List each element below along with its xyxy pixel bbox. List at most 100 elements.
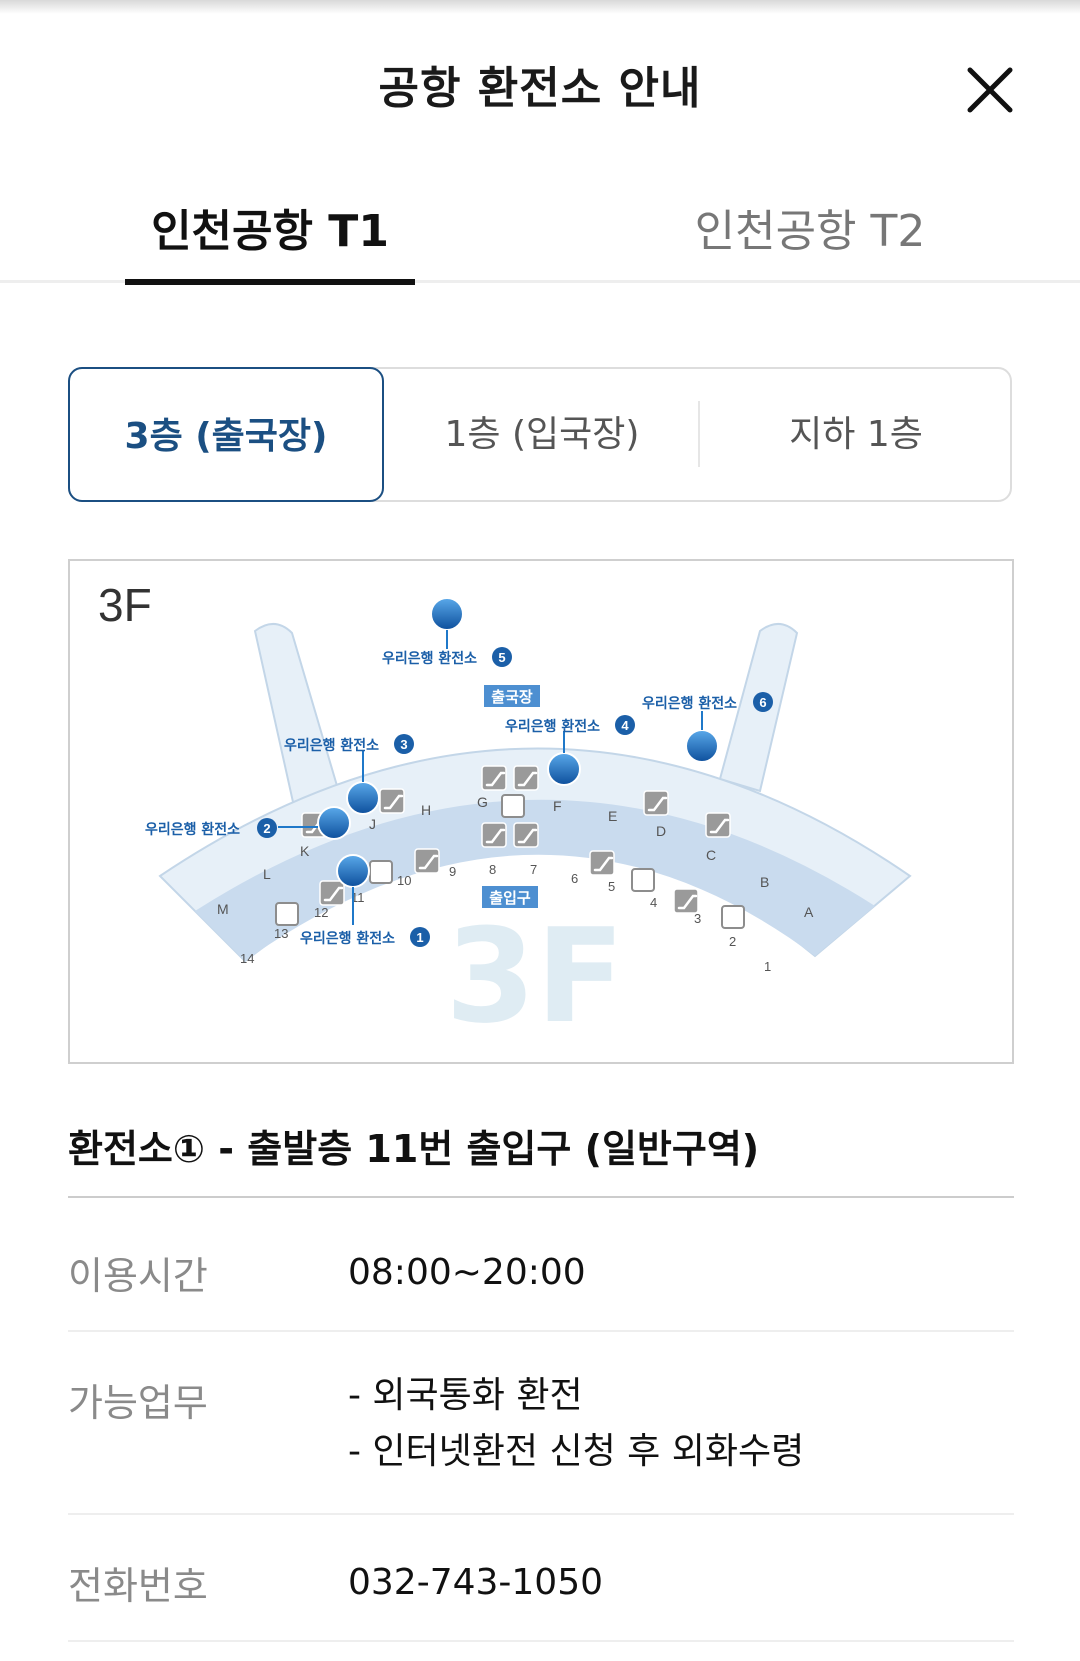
entrance-label-box	[482, 886, 538, 908]
escalator-icon	[414, 848, 440, 874]
exchange-marker-3[interactable]: 우리은행 환전소 3	[284, 734, 414, 815]
phone-label: 전화번호	[68, 1564, 208, 1608]
exchange-title: 환전소① - 출발층 11번 출입구 (일반구역)	[68, 1118, 1014, 1198]
gate-3: 3	[694, 911, 701, 926]
zone-c: C	[706, 847, 716, 863]
terminal-inner	[195, 799, 875, 961]
exchange-6-number: 6	[759, 695, 766, 710]
floor-label: 3F	[98, 579, 152, 631]
service-item: - 인터넷환전 신청 후 외화수령	[348, 1431, 805, 1472]
departure-label: 출국장	[491, 688, 533, 706]
hours-label: 이용시간	[68, 1254, 208, 1298]
hours-value: 08:00~20:00	[348, 1252, 586, 1293]
escalator-icon	[673, 888, 699, 914]
zone-g: G	[477, 794, 488, 810]
map-svg: 3F 3F A B C D E F G H J K L M 1 2 3	[98, 579, 912, 1052]
services-list: - 외국통화 환전 - 인터넷환전 신청 후 외화수령	[348, 1368, 804, 1480]
facility-icons	[275, 765, 745, 929]
escalator-icon	[513, 765, 539, 791]
exchange-marker-4[interactable]: 우리은행 환전소 4	[505, 715, 635, 786]
zone-m: M	[217, 901, 229, 917]
zone-f: F	[553, 798, 562, 814]
gate-4: 4	[650, 895, 657, 910]
header: 공항 환전소 안내	[0, 40, 1080, 132]
exchange-marker-1[interactable]: 우리은행 환전소 1	[300, 854, 430, 947]
close-icon	[967, 67, 1013, 113]
exchange-5-label: 우리은행 환전소	[382, 650, 477, 667]
zone-h: H	[421, 802, 431, 818]
departure-label-box	[484, 685, 540, 707]
gate-12: 12	[314, 905, 328, 920]
phone-row: 전화번호 032-743-1050	[68, 1515, 1014, 1642]
exchange-1-number: 1	[416, 930, 423, 945]
gate-2: 2	[729, 934, 736, 949]
entrance-label: 출입구	[489, 889, 531, 907]
exchange-5-number: 5	[498, 650, 505, 665]
tab-t1-label: 인천공항 T1	[151, 206, 389, 257]
tab-t1[interactable]: 인천공항 T1	[125, 195, 415, 285]
gate-1: 1	[764, 959, 771, 974]
zone-l: L	[263, 866, 271, 882]
gate-8: 8	[489, 862, 496, 877]
gate-numbers: 1 2 3 4 5 6 7 8 9 10 11 12 13 14	[240, 862, 771, 974]
active-tab-indicator	[125, 279, 415, 285]
floor-1f-button[interactable]: 1층 (입국장)	[444, 414, 640, 455]
exchange-1-label: 우리은행 환전소	[300, 930, 395, 947]
escalator-icon	[705, 812, 731, 838]
escalator-icon	[379, 788, 405, 814]
zone-j: J	[369, 816, 376, 832]
exchange-6-label: 우리은행 환전소	[642, 695, 737, 712]
exchange-2-label: 우리은행 환전소	[145, 821, 240, 838]
gate-9: 9	[449, 864, 456, 879]
services-row: 가능업무 - 외국통화 환전 - 인터넷환전 신청 후 외화수령	[68, 1332, 1014, 1515]
escalator-icon	[319, 880, 345, 906]
gate-6: 6	[571, 871, 578, 886]
zone-e: E	[608, 808, 617, 824]
exchange-3-number: 3	[400, 737, 407, 752]
elevator-icon	[369, 860, 393, 884]
gate-10: 10	[397, 873, 411, 888]
services-label: 가능업무	[68, 1381, 208, 1425]
hours-row: 이용시간 08:00~20:00	[68, 1215, 1014, 1332]
service-item: - 외국통화 환전	[348, 1375, 583, 1416]
close-button[interactable]	[960, 60, 1020, 120]
zone-b: B	[760, 874, 769, 890]
elevator-icon	[275, 902, 299, 926]
zone-k: K	[300, 843, 310, 859]
escalator-icon	[513, 822, 539, 848]
exchange-2-number: 2	[263, 821, 270, 836]
elevator-icon	[631, 868, 655, 892]
tab-t2-label: 인천공항 T2	[694, 206, 926, 257]
zone-d: D	[656, 823, 666, 839]
phone-value[interactable]: 032-743-1050	[348, 1562, 604, 1603]
elevator-icon	[501, 794, 525, 818]
status-shadow	[0, 0, 1080, 14]
escalator-icon	[481, 822, 507, 848]
pier-west	[253, 623, 342, 813]
floor-selector: 1층 (입국장) 지하 1층 3층 (출국장)	[68, 367, 1012, 502]
zone-letters: A B C D E F G H J K L M	[217, 794, 814, 920]
tab-t2[interactable]: 인천공항 T2	[660, 195, 960, 281]
terminal-tabs: 인천공항 T1 인천공항 T2	[0, 175, 1080, 285]
gate-13: 13	[274, 926, 288, 941]
zone-a: A	[804, 904, 814, 920]
exchange-3-label: 우리은행 환전소	[284, 737, 379, 754]
exchange-marker-5[interactable]: 우리은행 환전소 5	[382, 597, 512, 667]
escalator-icon	[589, 850, 615, 876]
gate-11: 11	[351, 890, 365, 905]
exchange-4-label: 우리은행 환전소	[505, 718, 600, 735]
escalator-icon	[643, 790, 669, 816]
exchange-marker-6[interactable]: 우리은행 환전소 6	[642, 692, 773, 763]
exchange-4-number: 4	[621, 718, 629, 733]
floor-watermark: 3F	[445, 900, 624, 1052]
gate-7: 7	[530, 862, 537, 877]
floor-b1-button[interactable]: 지하 1층	[789, 414, 923, 455]
gate-14: 14	[240, 951, 254, 966]
floor-3f-button[interactable]: 3층 (출국장)	[68, 367, 384, 502]
escalator-icon	[481, 765, 507, 791]
terminal-map: 3F 3F A B C D E F G H J K L M 1 2 3	[68, 559, 1014, 1064]
exchange-markers: 우리은행 환전소 1 우리은행 환전소 2 우리은행 환전소 3	[145, 597, 773, 947]
floor-divider	[698, 401, 700, 467]
exchange-marker-2[interactable]: 우리은행 환전소 2	[145, 806, 351, 840]
gate-5: 5	[608, 879, 615, 894]
